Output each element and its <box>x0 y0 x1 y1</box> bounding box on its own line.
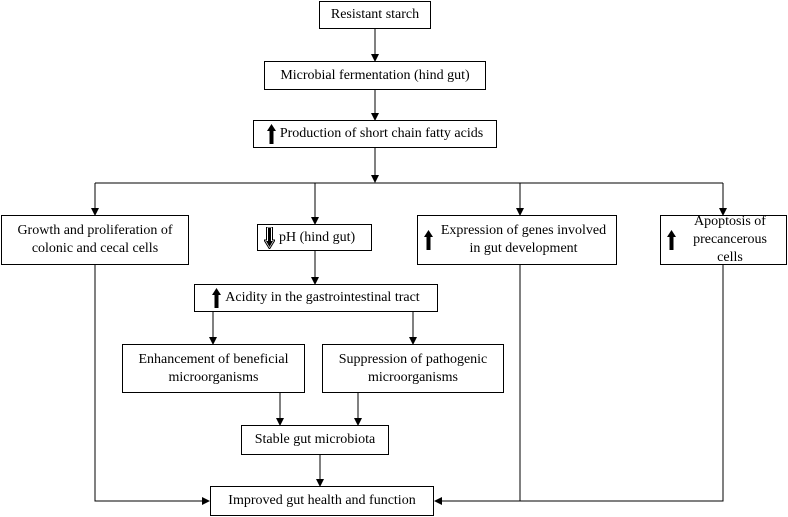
node-label: Enhancement of beneficial microorganisms <box>138 351 289 385</box>
node-label: Production of short chain fatty acids <box>279 126 484 141</box>
down-arrow-icon <box>264 226 275 249</box>
node-apoptosis: Apoptosis of precancerous cells <box>660 214 787 265</box>
up-arrow-icon <box>266 124 276 144</box>
node-enhancement: Enhancement of beneficial microorganisms <box>122 344 305 393</box>
node-label: Suppression of pathogenic microorganisms <box>338 351 488 385</box>
node-label: Expression of genes involved in gut deve… <box>440 223 607 256</box>
node-ph-hind-gut: pH (hind gut) <box>257 224 372 251</box>
up-arrow-icon <box>667 230 676 250</box>
node-expression-genes: Expression of genes involved in gut deve… <box>417 215 617 265</box>
node-growth-proliferation: Growth and proliferation of colonic and … <box>1 215 189 265</box>
node-improved-health: Improved gut health and function <box>210 486 434 516</box>
node-label: Improved gut health and function <box>228 493 416 508</box>
node-suppression: Suppression of pathogenic microorganisms <box>322 344 504 393</box>
node-resistant-starch: Resistant starch <box>319 1 431 29</box>
node-label: Microbial fermentation (hind gut) <box>280 67 470 83</box>
node-acidity: Acidity in the gastrointestinal tract <box>194 284 438 312</box>
up-arrow-icon <box>212 288 222 308</box>
node-label: pH (hind gut) <box>279 229 356 245</box>
node-stable-microbiota: Stable gut microbiota <box>241 425 389 455</box>
up-arrow-icon <box>424 230 433 250</box>
edge-growth-improved <box>94 265 210 505</box>
edge-apoptosis-improved <box>434 265 724 505</box>
node-label: Stable gut microbiota <box>254 432 376 447</box>
node-label: Resistant starch <box>330 7 420 22</box>
node-microbial-fermentation: Microbial fermentation (hind gut) <box>264 61 486 90</box>
node-label: Apoptosis of precancerous cells <box>693 214 767 265</box>
node-label: Acidity in the gastrointestinal tract <box>225 290 420 305</box>
node-production-scfa: Production of short chain fatty acids <box>253 120 497 148</box>
node-label: Growth and proliferation of colonic and … <box>17 223 173 256</box>
